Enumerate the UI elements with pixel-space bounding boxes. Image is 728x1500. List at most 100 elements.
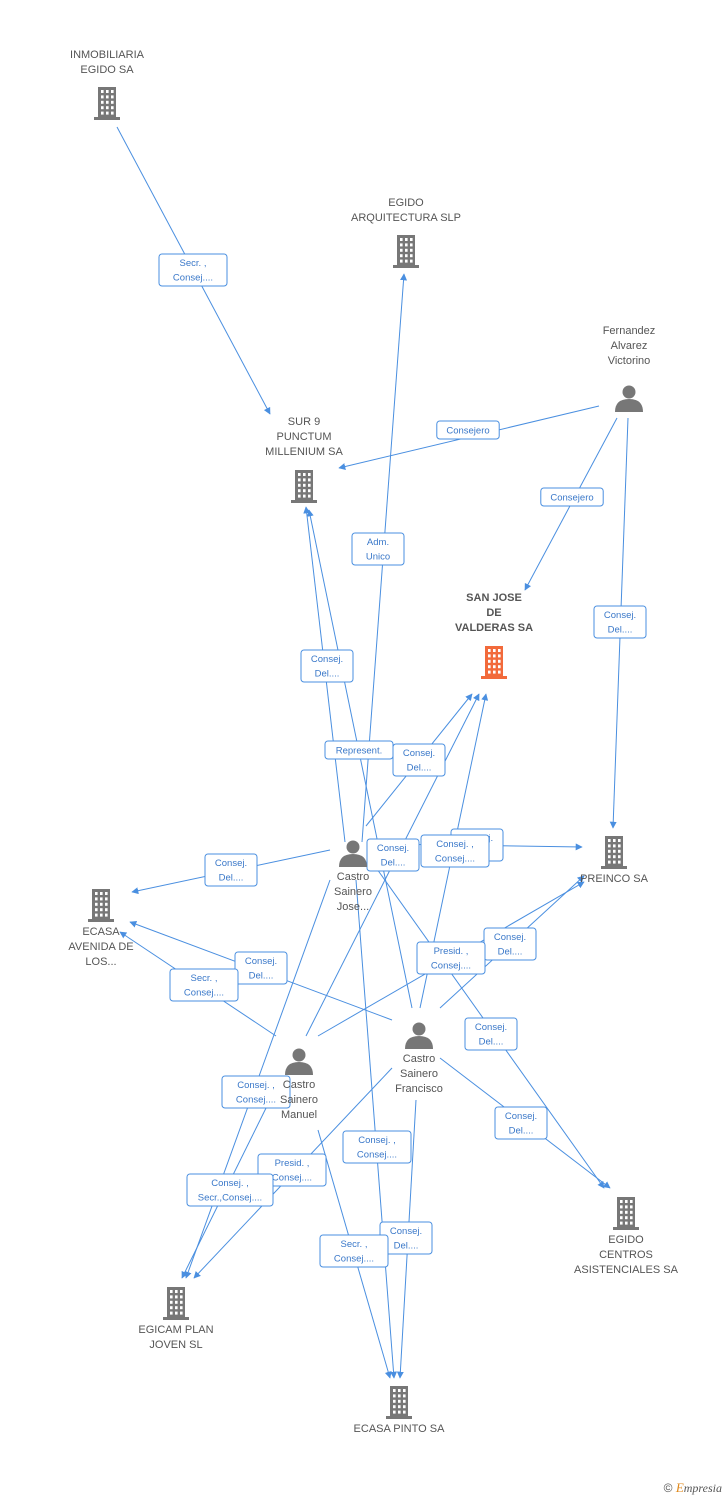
edge-label-text: Del.... <box>608 625 633 636</box>
building-icon <box>601 836 627 869</box>
edge-label-text: Consej. <box>311 654 343 665</box>
node-egicam[interactable]: EGICAM PLAN JOVEN SL <box>138 1287 214 1351</box>
edge-label-box <box>420 834 490 868</box>
edge-label-text: Del.... <box>249 971 274 982</box>
edge-label-text: Consej. <box>403 748 435 759</box>
person-icon <box>405 1022 433 1049</box>
edge-label-text: Consej.... <box>173 273 213 284</box>
person-icon <box>285 1048 313 1075</box>
node-label: PREINCO SA <box>580 873 649 885</box>
edge-label-castro_manuel-to-sanjose[interactable]: Consej. Del.... <box>366 838 420 872</box>
building-icon <box>88 889 114 922</box>
edge-label-text: Presid. , <box>434 946 469 957</box>
node-label: LOS... <box>85 956 116 968</box>
node-label: Sainero <box>280 1094 318 1106</box>
edge-label-text: Del.... <box>219 873 244 884</box>
edge-label-castro_manuel-to-preinco[interactable]: Presid. , Consej.... <box>416 941 486 975</box>
edge-label-text: Consej. <box>245 956 277 967</box>
edge-label-text: Consej. , <box>436 839 474 850</box>
node-castro-jose[interactable]: CastroSaineroJose... <box>334 840 372 914</box>
building-icon <box>613 1197 639 1230</box>
node-label: Manuel <box>281 1109 317 1121</box>
edge-label-inmobiliaria-to-sur9[interactable]: Secr. , Consej.... <box>158 253 228 287</box>
node-label: ECASA <box>82 926 120 938</box>
edge-label-castro_jose-to-sur9[interactable]: Consej. Del.... <box>300 649 354 683</box>
node-label: CENTROS <box>599 1249 653 1261</box>
node-label: Francisco <box>395 1083 443 1095</box>
edge-label-box <box>234 951 288 985</box>
edge-label-box <box>324 740 394 760</box>
edge-label-castro_fran-to-ecasa_av[interactable]: Consej. Del.... <box>234 951 288 985</box>
node-label: SUR 9 <box>288 416 320 428</box>
copyright-symbol: © <box>663 1481 673 1495</box>
edge-label-text: Consej.... <box>272 1173 312 1184</box>
edge-label-castro_fran-to-preinco[interactable]: Consej.Del.... <box>483 927 537 961</box>
edge-label-text: Del.... <box>407 763 432 774</box>
node-label: ECASA PINTO SA <box>354 1423 446 1435</box>
edge-label-text: Adm. <box>367 537 389 548</box>
edge-label-text: Consej. , <box>237 1080 275 1091</box>
edge-label-box <box>257 1153 327 1187</box>
edge-label-text: Consej. <box>377 843 409 854</box>
edge-label-text: Secr. , <box>180 258 207 269</box>
node-label: AVENIDA DE <box>68 941 133 953</box>
edge-label-text: Secr.,Consej.... <box>198 1193 262 1204</box>
edge-label-text: Del.... <box>315 669 340 680</box>
node-label: Sainero <box>334 886 372 898</box>
edge-label-castro_jose-to-egicam[interactable]: Consej. ,Consej.... <box>221 1075 291 1109</box>
edge-label-castro_jose-to-ecasa_av[interactable]: Consej.Del.... <box>204 853 258 887</box>
edge-label-box <box>416 941 486 975</box>
edge-label-text: Del.... <box>381 858 406 869</box>
building-icon <box>291 470 317 503</box>
node-ecasa-av[interactable]: ECASA AVENIDA DE LOS... <box>68 889 134 968</box>
edge-label-castro_fran-to-egido_centros[interactable]: Consej.Del.... <box>494 1106 548 1140</box>
person-icon <box>339 840 367 867</box>
building-icon <box>94 87 120 120</box>
node-label: EGIDO SA <box>80 64 134 76</box>
edge-label-castro_manuel-to-ecasa_av[interactable]: Secr. ,Consej.... <box>169 968 239 1002</box>
edge-label-box <box>540 487 604 507</box>
edge-label-castro_fran-to-egicam[interactable]: Presid. , Consej.... <box>257 1153 327 1187</box>
edge-label-castro_jose-to-egido_arq[interactable]: Adm. Unico <box>351 532 405 566</box>
edge-label-castro_jose-to-egido_centros[interactable]: Consej.Del.... <box>464 1017 518 1051</box>
node-label: EGICAM PLAN <box>138 1324 213 1336</box>
edge-label-text: Consej. <box>475 1022 507 1033</box>
node-label: ARQUITECTURA SLP <box>351 212 461 224</box>
edge-label-castro_fran-to-sur9[interactable]: Represent. <box>324 740 394 760</box>
node-preinco[interactable]: PREINCO SA <box>580 836 649 885</box>
node-label: Castro <box>337 871 369 883</box>
edge-label-text: Consejero <box>550 493 593 504</box>
brand-initial: E <box>675 1480 684 1495</box>
node-label: DE <box>486 607 501 619</box>
building-icon <box>163 1287 189 1320</box>
edge-label-castro_manuel-to-egicam[interactable]: Consej. ,Secr.,Consej.... <box>186 1173 274 1207</box>
edge-label-text: Del.... <box>498 947 523 958</box>
edge-label-fernandez-to-sanjose[interactable]: Consejero <box>540 487 604 507</box>
edge-label-text: Del.... <box>509 1126 534 1137</box>
node-label: JOVEN SL <box>149 1339 202 1351</box>
edge-label-castro_jose-to-ecasa_pinto[interactable]: Consej. ,Consej.... <box>342 1130 412 1164</box>
edge-label-castro_fran-to-sanjose[interactable]: Consej. ,Consej.... <box>420 834 490 868</box>
edge-label-castro_jose-to-sanjose[interactable]: Consej. Del.... <box>392 743 446 777</box>
edge-label-fernandez-to-sur9[interactable]: Consejero <box>436 420 500 440</box>
edge-label-text: Unico <box>366 552 390 563</box>
edge-label-text: Consej.... <box>334 1254 374 1265</box>
node-ecasa-pinto[interactable]: ECASA PINTO SA <box>354 1386 446 1435</box>
edge-label-fernandez-to-preinco[interactable]: Consej.Del.... <box>593 605 647 639</box>
brand-name: mpresia <box>683 1481 722 1495</box>
edge-label-text: Consej.... <box>431 961 471 972</box>
edge-label-text: Consejero <box>446 426 489 437</box>
edge-label-castro_manuel-to-ecasa_pinto[interactable]: Secr. ,Consej.... <box>319 1234 389 1268</box>
edge-label-box <box>319 1234 389 1268</box>
node-label: Sainero <box>400 1068 438 1080</box>
edge-label-text: Presid. , <box>275 1158 310 1169</box>
edge-label-text: Consej.... <box>357 1150 397 1161</box>
